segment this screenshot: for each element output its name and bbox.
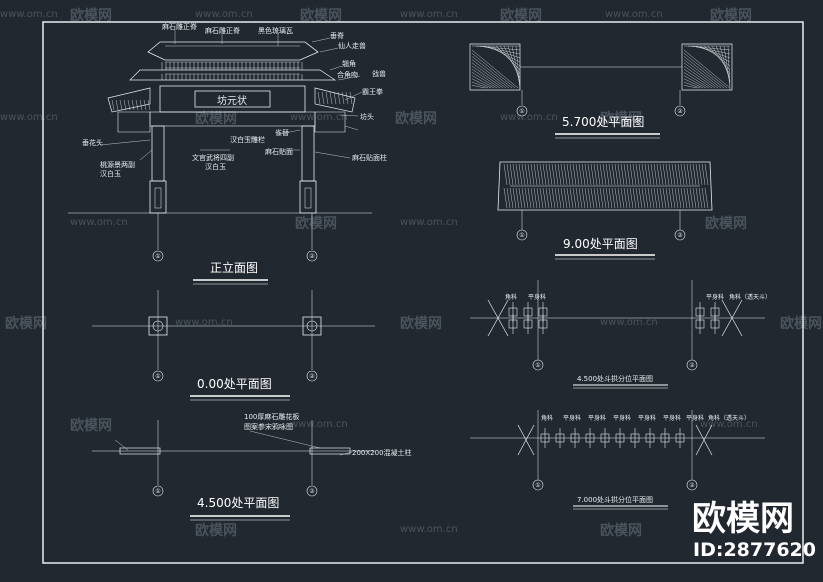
- watermark-url: www.om.cn: [400, 524, 458, 535]
- watermark-brand: 欧模网: [5, 315, 47, 332]
- label-facing: 麻石贴面: [265, 147, 293, 156]
- background-watermarks: www.om.cn 欧模网 www.om.cn 欧模网 www.om.cn 欧模…: [0, 7, 822, 539]
- label-marble: 汉白玉: [205, 162, 226, 171]
- tag-corner: 角科: [541, 414, 553, 422]
- watermark-brand: 欧模网: [500, 7, 542, 24]
- axis-mark-2: ②: [309, 488, 315, 495]
- tag-corner-open: 角科（透天斗）: [708, 414, 750, 422]
- elevation-title: 正立面图: [210, 260, 258, 275]
- tag-intermediate: 平身科: [613, 414, 631, 422]
- axis-mark-1: ①: [519, 232, 524, 239]
- label-pendant: 垂花头: [82, 138, 103, 147]
- plan-4500: 100厚麻石雕花板 图案参宋鸦咏图 200X200混凝土柱 ① ② 4.500处…: [92, 412, 412, 521]
- watermark-brand: 欧模网: [780, 315, 822, 332]
- tag-intermediate: 平身科: [563, 414, 581, 422]
- plan-bracket-7000-title: 7.000处斗拱分位平面图: [577, 495, 653, 504]
- watermark-url: www.om.cn: [500, 112, 558, 123]
- plaque: [194, 90, 271, 108]
- watermark-brand-large: 欧模网: [692, 499, 794, 539]
- axis-mark-1: ①: [155, 488, 160, 495]
- watermark-url: www.om.cn: [0, 9, 58, 20]
- watermark-brand: 欧模网: [600, 522, 642, 539]
- axis-mark-2: ②: [309, 253, 315, 260]
- plan-bracket-4500-title: 4.500处斗拱分位平面图: [577, 374, 653, 383]
- watermark-id: ID:2877620: [693, 539, 816, 561]
- watermark-url: www.om.cn: [290, 112, 348, 123]
- plan-000-title: 0.00处平面图: [197, 377, 272, 391]
- watermark-url: www.om.cn: [175, 317, 233, 328]
- watermark-url: www.om.cn: [70, 217, 128, 228]
- watermark-brand: 欧模网: [395, 110, 437, 127]
- label-tile: 黑色琉璃瓦: [258, 26, 293, 35]
- axis-mark-1: ①: [519, 108, 524, 115]
- label-peach: 桃源景两副: [100, 160, 135, 169]
- label-bracket: 雀替: [275, 128, 289, 137]
- plaque-text: 坊元状: [217, 94, 247, 107]
- tag-intermediate: 平身科: [638, 414, 656, 422]
- label-officials: 文官武将四副: [192, 153, 234, 162]
- label-beast: 戗兽: [372, 69, 386, 78]
- plan-5700-title: 5.700处平面图: [562, 115, 644, 129]
- tag-intermediate: 平身科: [686, 414, 704, 422]
- watermark-url: www.om.cn: [700, 419, 758, 430]
- label-figurines: 仙人走兽: [338, 41, 366, 50]
- tag-intermediate: 平身科: [588, 414, 606, 422]
- label-balustrade: 汉白玉雕栏: [230, 135, 265, 144]
- label-ridge-2: 麻石雕正脊: [205, 26, 240, 35]
- elevation-drawing: 坊元状 ① ②: [68, 22, 387, 285]
- brand-watermark: 欧模网 ID:2877620: [692, 499, 816, 561]
- axis-mark-2: ②: [689, 482, 695, 489]
- axis-mark-1: ①: [535, 482, 540, 489]
- tag-intermediate: 平身科: [528, 293, 546, 301]
- plan-000: ① ② 0.00处平面图: [92, 290, 375, 401]
- watermark-brand: 欧模网: [705, 215, 747, 232]
- plan-bracket-7000: 角科 平身科 平身科 平身科 平身科 平身科 平身科 角科（透天斗） ① ② 7…: [470, 410, 765, 510]
- plan-5700: ① ② 5.700处平面图: [469, 43, 733, 139]
- watermark-brand: 欧模网: [70, 417, 112, 434]
- watermark-url: www.om.cn: [290, 419, 348, 430]
- axis-mark-1: ①: [155, 373, 160, 380]
- watermark-url: www.om.cn: [600, 317, 658, 328]
- axis-mark-2: ②: [689, 362, 695, 369]
- axis-mark-1: ①: [155, 253, 160, 260]
- watermark-url: www.om.cn: [0, 112, 58, 123]
- sheet-frame: [42, 21, 804, 564]
- watermark-brand: 欧模网: [70, 7, 112, 24]
- watermark-brand: 欧模网: [295, 215, 337, 232]
- tag-intermediate: 平身科: [706, 293, 724, 301]
- label-beam-end: 坊头: [360, 112, 374, 121]
- note-carved-panel: 100厚麻石雕花板: [244, 412, 299, 421]
- watermark-url: www.om.cn: [400, 217, 458, 228]
- label-facing-column: 麻石贴面柱: [352, 153, 387, 162]
- label-marble-2: 汉白玉: [100, 169, 121, 178]
- watermark-brand: 欧模网: [300, 7, 342, 24]
- note-pattern: 图案参宋鸦咏图: [244, 422, 293, 431]
- axis-mark-2: ②: [677, 232, 683, 239]
- tag-intermediate: 平身科: [663, 414, 681, 422]
- plan-9000-title: 9.00处平面图: [563, 237, 638, 251]
- note-column: 200X200混凝土柱: [352, 448, 412, 457]
- watermark-url: www.om.cn: [400, 9, 458, 20]
- tag-corner-open: 角科（透天斗）: [729, 293, 771, 301]
- watermark-brand: 欧模网: [400, 315, 442, 332]
- plan-bracket-4500: 角科 平身科 平身科 角科（透天斗） ① ② 4.500处斗拱分位平面图: [470, 280, 771, 389]
- plan-9000: ① ② 9.00处平面图: [497, 161, 713, 260]
- watermark-url: www.om.cn: [195, 9, 253, 20]
- watermark-url: www.om.cn: [605, 9, 663, 20]
- label-corner: 翘角: [342, 59, 356, 68]
- watermark-brand: 欧模网: [600, 110, 642, 127]
- label-fist: 霸王拳: [362, 87, 383, 96]
- watermark-brand: 欧模网: [710, 7, 752, 24]
- axis-mark-2: ②: [309, 373, 315, 380]
- watermark-brand: 欧模网: [195, 522, 237, 539]
- plan-4500-title: 4.500处平面图: [197, 496, 279, 510]
- label-corner-kiss: 合角吻: [337, 70, 358, 79]
- watermark-brand: 欧模网: [195, 110, 237, 127]
- tag-corner: 角科: [505, 293, 517, 301]
- label-ridge: 麻石雕正脊: [162, 22, 197, 31]
- axis-mark-2: ②: [677, 108, 683, 115]
- axis-mark-1: ①: [535, 362, 540, 369]
- label-hip: 垂脊: [330, 31, 344, 40]
